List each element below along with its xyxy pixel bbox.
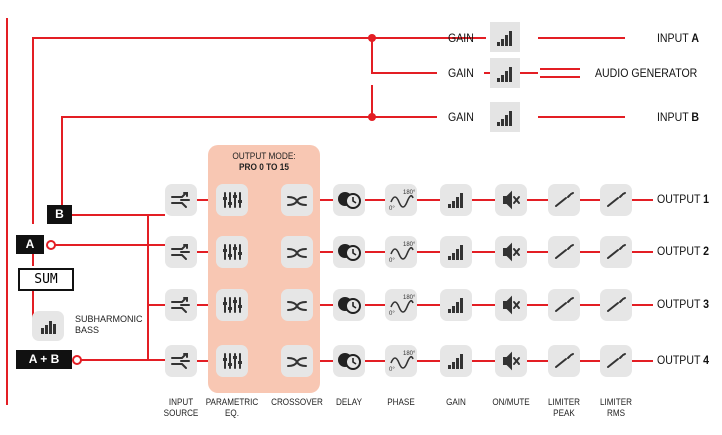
- audio-generator-label: AUDIO GENERATOR: [595, 66, 698, 80]
- source-a-block: A: [16, 235, 44, 254]
- generator-gain-label: GAIN: [448, 66, 474, 80]
- source-ab-block: A + B: [16, 350, 72, 369]
- delay-icon: [333, 345, 365, 377]
- input-a-gain-label: GAIN: [448, 31, 474, 45]
- column-caption: GAIN: [446, 397, 466, 407]
- mute-icon: [495, 345, 527, 377]
- limiter-rms-icon: [600, 184, 632, 216]
- limiter-rms-icon: [600, 289, 632, 321]
- gain-icon: [440, 184, 472, 216]
- phase-icon: 180° 0°: [385, 184, 417, 216]
- gain-icon: [490, 58, 520, 88]
- svg-text:0°: 0°: [389, 206, 395, 212]
- svg-text:180°: 180°: [403, 351, 416, 357]
- mute-icon: [495, 236, 527, 268]
- limiter-peak-icon: [548, 236, 580, 268]
- parametric-eq-icon: [216, 289, 248, 321]
- gain-icon: [490, 102, 520, 132]
- output-label: OUTPUT 3: [657, 297, 710, 311]
- output-mode-label: OUTPUT MODE: PRO 0 TO 15: [232, 151, 296, 172]
- column-caption: DELAY: [336, 397, 362, 407]
- input-source-icon: [165, 345, 197, 377]
- parametric-eq-icon: [216, 345, 248, 377]
- svg-text:0°: 0°: [389, 311, 395, 317]
- input-b-gain-label: GAIN: [448, 110, 474, 124]
- crossover-icon: [281, 184, 313, 216]
- output-label: OUTPUT 4: [657, 353, 710, 367]
- gain-icon: [440, 289, 472, 321]
- delay-icon: [333, 184, 365, 216]
- junction-dots: [368, 34, 376, 121]
- output-label: OUTPUT 1: [657, 192, 710, 206]
- phase-icon: 180° 0°: [385, 236, 417, 268]
- limiter-rms-icon: [600, 236, 632, 268]
- limiter-rms-icon: [600, 345, 632, 377]
- crossover-icon: [281, 345, 313, 377]
- limiter-peak-icon: [548, 345, 580, 377]
- input-source-icon: [165, 184, 197, 216]
- input-b-label: INPUT B: [657, 110, 700, 124]
- phase-icon: 180° 0°: [385, 345, 417, 377]
- input-a-label: INPUT A: [657, 31, 700, 45]
- delay-icon: [333, 289, 365, 321]
- gain-icon: [440, 345, 472, 377]
- svg-text:180°: 180°: [403, 242, 416, 248]
- svg-text:0°: 0°: [389, 367, 395, 373]
- delay-icon: [333, 236, 365, 268]
- parametric-eq-icon: [216, 236, 248, 268]
- crossover-icon: [281, 289, 313, 321]
- subharmonic-bass-icon: [32, 311, 64, 341]
- gain-icon: [440, 236, 472, 268]
- column-caption: CROSSOVER: [271, 397, 323, 407]
- column-caption: ON/MUTE: [492, 397, 530, 407]
- mute-icon: [495, 184, 527, 216]
- input-source-icon: [165, 289, 197, 321]
- crossover-icon: [281, 236, 313, 268]
- input-source-icon: [165, 236, 197, 268]
- limiter-peak-icon: [548, 184, 580, 216]
- output-label: OUTPUT 2: [657, 244, 710, 258]
- svg-text:180°: 180°: [403, 190, 416, 196]
- column-caption: PHASE: [387, 397, 415, 407]
- svg-text:0°: 0°: [389, 258, 395, 264]
- gain-icon: [490, 22, 520, 52]
- source-b-block: B: [47, 205, 72, 224]
- phase-icon: 180° 0°: [385, 289, 417, 321]
- sum-block: SUM: [18, 268, 74, 291]
- limiter-peak-icon: [548, 289, 580, 321]
- parametric-eq-icon: [216, 184, 248, 216]
- mute-icon: [495, 289, 527, 321]
- svg-text:180°: 180°: [403, 295, 416, 301]
